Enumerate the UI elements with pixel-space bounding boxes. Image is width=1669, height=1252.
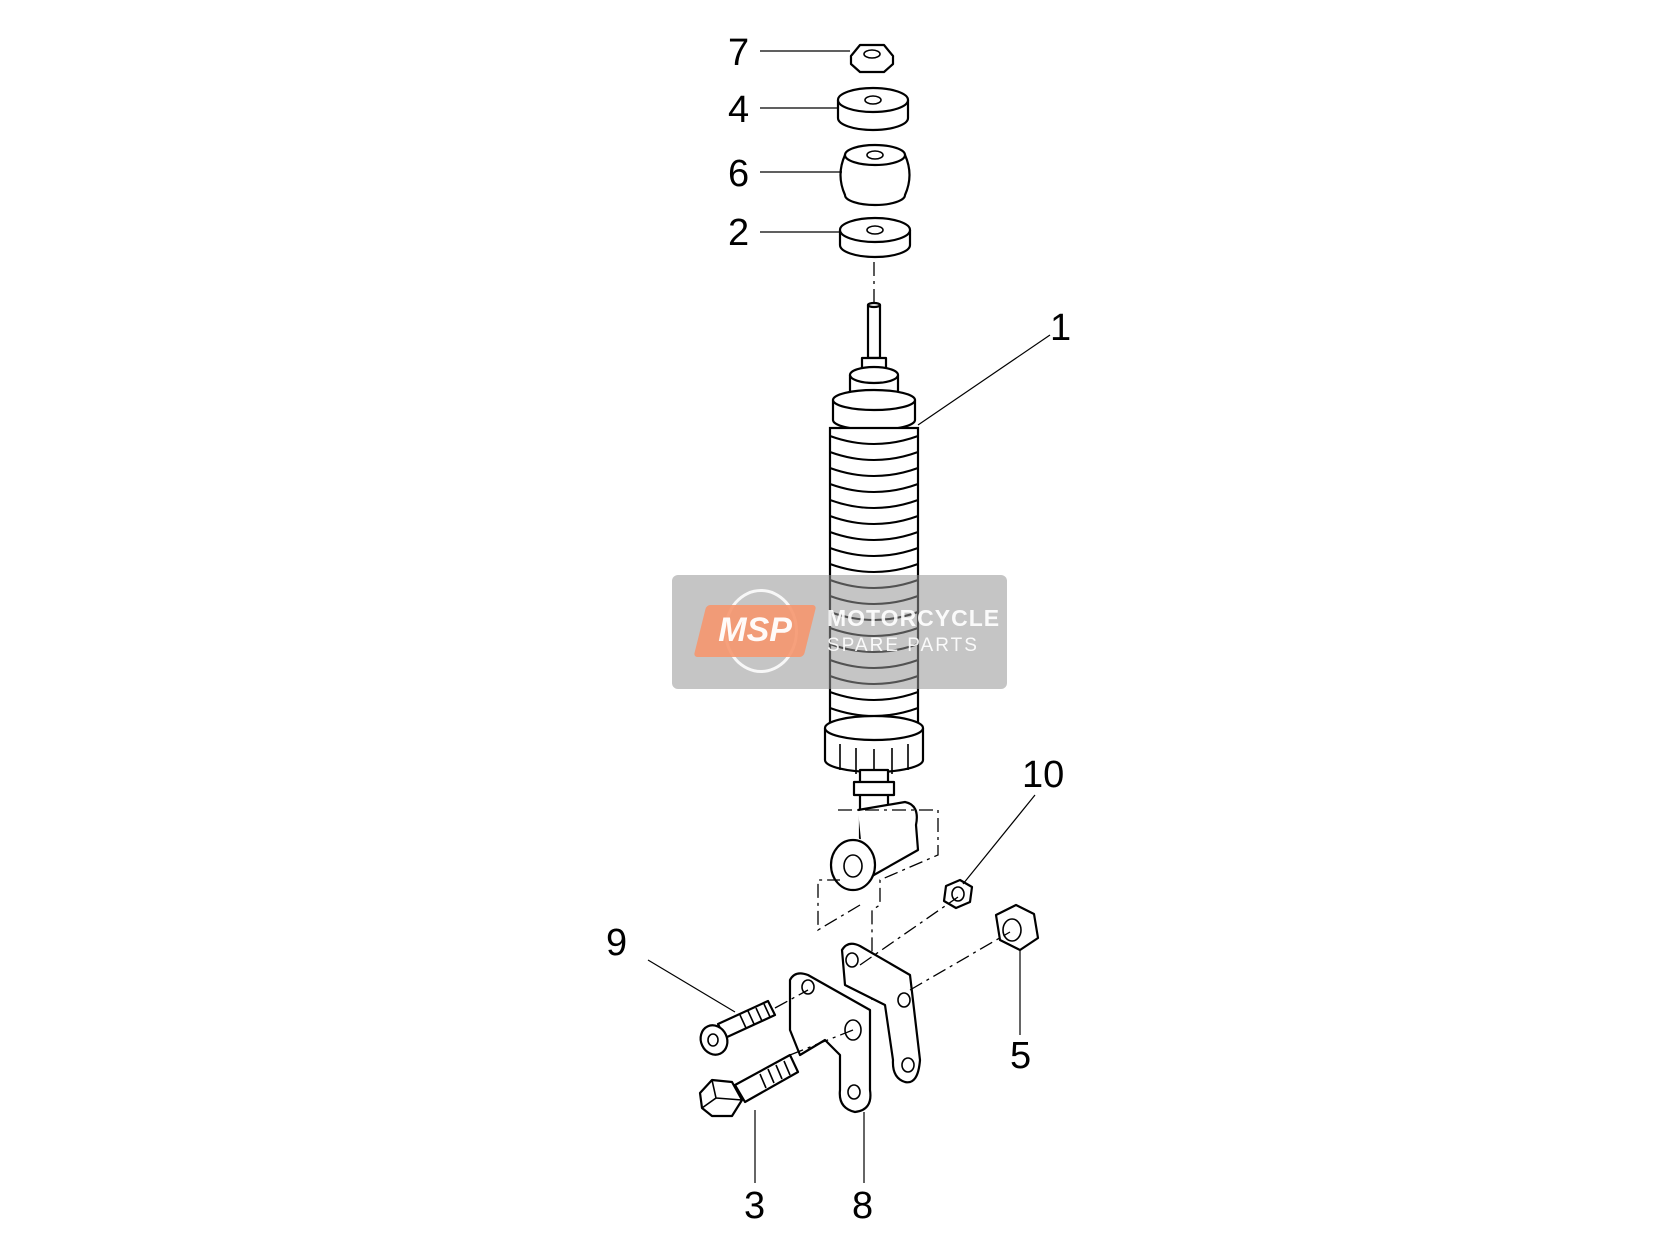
watermark-logo-text: MSP bbox=[718, 611, 792, 649]
callout-7: 7 bbox=[728, 32, 749, 74]
part-2-washer[interactable] bbox=[838, 216, 912, 259]
axis-line-bolt-9 bbox=[774, 989, 809, 1009]
watermark-logo: MSP bbox=[693, 605, 817, 657]
part-3-bolt[interactable] bbox=[698, 1053, 800, 1118]
callout-10: 10 bbox=[1022, 754, 1064, 796]
part-9-screw[interactable] bbox=[696, 999, 777, 1059]
callout-3: 3 bbox=[744, 1185, 765, 1227]
leader-lines bbox=[647, 50, 1051, 1183]
callout-8: 8 bbox=[852, 1185, 873, 1227]
callout-6: 6 bbox=[728, 153, 749, 195]
guide-box bbox=[817, 809, 939, 1000]
part-10-nut[interactable] bbox=[942, 878, 974, 910]
watermark-line-1: MOTORCYCLE bbox=[827, 605, 1001, 631]
callout-labels: 7 4 6 2 1 10 9 5 3 8 bbox=[606, 32, 1071, 1227]
part-5-nut[interactable] bbox=[994, 903, 1040, 952]
callout-5: 5 bbox=[1010, 1035, 1031, 1077]
callout-9: 9 bbox=[606, 922, 627, 964]
watermark: MSP MOTORCYCLE SPARE PARTS bbox=[672, 575, 1007, 689]
callout-2: 2 bbox=[728, 212, 749, 254]
axis-line-nut-5 bbox=[909, 931, 1011, 991]
watermark-line-2: SPARE PARTS bbox=[827, 635, 979, 656]
callout-4: 4 bbox=[728, 89, 749, 131]
part-4-washer[interactable] bbox=[836, 86, 910, 132]
callout-1: 1 bbox=[1050, 307, 1071, 349]
axis-line-bolt-3 bbox=[789, 1029, 854, 1056]
axis-line-nut-10 bbox=[859, 896, 959, 966]
part-7-nut[interactable] bbox=[849, 43, 895, 74]
part-6-rubber-bush[interactable] bbox=[839, 143, 911, 207]
part-8-bracket[interactable] bbox=[788, 942, 922, 1114]
